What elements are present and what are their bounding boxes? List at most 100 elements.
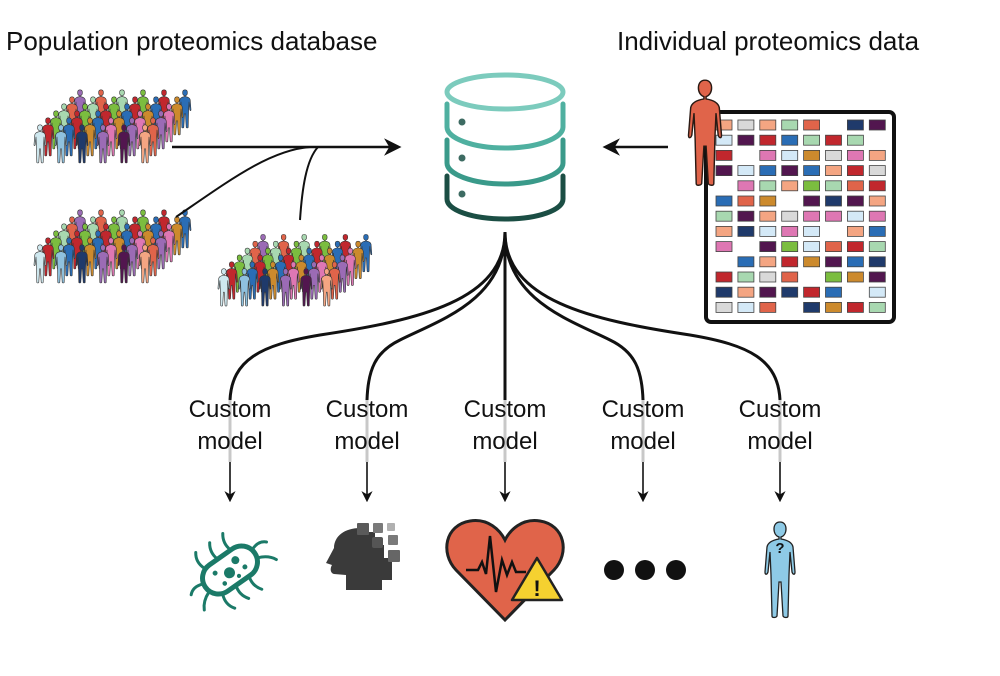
matrix-cell — [737, 256, 755, 268]
matrix-cell — [737, 210, 755, 222]
matrix-cell — [781, 271, 799, 283]
matrix-cell — [803, 210, 820, 222]
matrix-cell — [803, 119, 820, 131]
matrix-cell — [759, 180, 777, 192]
matrix-cell — [715, 241, 733, 253]
matrix-cell — [737, 119, 755, 131]
matrix-cell — [847, 225, 864, 237]
matrix-cell — [847, 134, 864, 146]
branch-4 — [503, 231, 645, 401]
matrix-cell — [825, 271, 842, 283]
matrix-cell — [715, 134, 733, 146]
matrix-cell — [759, 286, 777, 298]
database-icon — [444, 72, 566, 222]
matrix-cell — [759, 149, 777, 161]
individual-data-matrix — [715, 119, 886, 313]
matrix-cell — [803, 241, 820, 253]
matrix-cell — [847, 301, 864, 313]
branch-1 — [228, 231, 507, 401]
matrix-cell — [759, 165, 777, 177]
heart-warning-icon: ! — [445, 519, 565, 623]
model-label-3: Custom model — [450, 394, 560, 458]
matrix-cell — [803, 165, 820, 177]
branch-2 — [365, 231, 507, 401]
matrix-cell — [847, 149, 864, 161]
matrix-cell — [868, 301, 886, 313]
matrix-cell — [781, 256, 799, 268]
matrix-cell — [868, 241, 886, 253]
matrix-cell — [737, 134, 755, 146]
matrix-cell — [847, 256, 864, 268]
matrix-cell — [737, 301, 755, 313]
matrix-cell — [737, 180, 755, 192]
matrix-cell — [759, 241, 777, 253]
model-label-line1: Custom — [188, 396, 272, 423]
matrix-cell — [715, 225, 733, 237]
matrix-cell — [781, 225, 799, 237]
matrix-cell — [825, 180, 842, 192]
matrix-cell — [868, 180, 886, 192]
matrix-cell — [715, 165, 733, 177]
matrix-cell — [737, 271, 755, 283]
model-label-line1: Custom — [601, 396, 685, 423]
matrix-cell — [781, 210, 799, 222]
crowd-to-database-arrows — [172, 138, 402, 221]
matrix-cell — [803, 301, 820, 313]
matrix-cell — [868, 210, 886, 222]
population-crowd-3 — [217, 233, 373, 307]
matrix-cell — [825, 149, 842, 161]
matrix-cell — [759, 195, 777, 207]
matrix-cell — [715, 195, 733, 207]
model-label-line2: model — [334, 428, 400, 455]
matrix-cell — [715, 301, 733, 313]
matrix-cell — [715, 286, 733, 298]
matrix-cell — [759, 210, 777, 222]
matrix-cell — [781, 165, 799, 177]
matrix-cell — [803, 195, 820, 207]
matrix-cell — [759, 256, 777, 268]
matrix-cell — [847, 165, 864, 177]
matrix-cell — [781, 286, 799, 298]
matrix-cell — [803, 180, 820, 192]
matrix-cell — [868, 225, 886, 237]
matrix-cell — [847, 180, 864, 192]
matrix-cell — [715, 271, 733, 283]
matrix-cell — [759, 119, 777, 131]
model-label-line1: Custom — [463, 396, 547, 423]
arrow-crowd-2 — [175, 146, 311, 218]
matrix-cell — [781, 241, 799, 253]
matrix-cell — [868, 119, 886, 131]
model-label-line2: model — [747, 428, 813, 455]
matrix-cell — [847, 271, 864, 283]
matrix-cell — [868, 149, 886, 161]
matrix-cell — [825, 301, 842, 313]
matrix-cell — [781, 119, 799, 131]
matrix-cell — [803, 225, 820, 237]
model-label-line2: model — [197, 428, 263, 455]
database-to-models-branches — [228, 231, 782, 401]
matrix-cell — [715, 210, 733, 222]
matrix-cell — [868, 165, 886, 177]
matrix-cell — [847, 119, 864, 131]
matrix-cell — [868, 286, 886, 298]
model-label-line2: model — [610, 428, 676, 455]
matrix-cell — [759, 225, 777, 237]
matrix-cell — [868, 256, 886, 268]
matrix-cell — [759, 301, 777, 313]
branch-5 — [503, 231, 782, 401]
matrix-cell — [825, 286, 842, 298]
matrix-cell — [781, 149, 799, 161]
arrow-crowd-3 — [299, 146, 319, 221]
ecg-line — [466, 535, 526, 593]
bacterium-icon — [189, 532, 278, 612]
matrix-cell — [847, 210, 864, 222]
ellipsis-icon — [604, 560, 686, 580]
matrix-cell — [803, 134, 820, 146]
model-label-line2: model — [472, 428, 538, 455]
model-label-1: Custom model — [175, 394, 285, 458]
matrix-cell — [759, 134, 777, 146]
matrix-cell — [737, 165, 755, 177]
warning-triangle-icon — [510, 556, 564, 602]
warning-mark: ! — [533, 576, 540, 601]
